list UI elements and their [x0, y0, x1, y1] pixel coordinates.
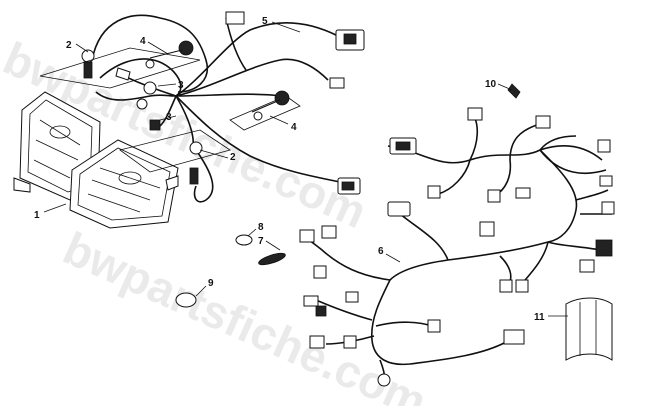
callout-3-upper: 3: [178, 80, 184, 91]
headlight-assembly: [13, 91, 179, 229]
callout-11: 11: [534, 312, 545, 323]
callout-2-upper: 2: [66, 40, 72, 51]
bulb-sockets: [81, 49, 203, 185]
callout-3-lower: 3: [166, 112, 172, 123]
clamp-9: [175, 292, 197, 308]
callout-8: 8: [258, 222, 264, 233]
headlight-harness: [91, 11, 365, 203]
callout-6: 6: [378, 246, 384, 257]
callout-4-lower: 4: [291, 122, 297, 133]
headlight-right-lens: [77, 147, 171, 221]
spring-10: [507, 83, 521, 99]
callout-7: 7: [258, 236, 264, 247]
leader-lines: [43, 21, 568, 317]
callout-1: 1: [34, 210, 40, 221]
callout-9: 9: [208, 278, 214, 289]
callout-4-upper: 4: [140, 36, 146, 47]
callout-2-lower: 2: [230, 152, 236, 163]
callout-5: 5: [262, 16, 268, 27]
cable-tie-7: [258, 252, 286, 266]
main-harness: [299, 107, 615, 387]
callout-10: 10: [485, 79, 497, 90]
connector-top: [225, 11, 245, 25]
sleeve-11: [565, 297, 613, 361]
small-parts: [175, 83, 613, 361]
adjuster-knobs: [39, 40, 301, 173]
callout-numbers: 1 2 2 3 3 4 4 5 6 7 8 9 10 11: [34, 16, 545, 323]
connector-small: [329, 77, 345, 89]
watermark-group: bwpartsfiche.com bwpartsfiche.com: [0, 32, 434, 411]
headlight-left-lens: [27, 99, 93, 193]
grommet-8: [235, 234, 253, 246]
